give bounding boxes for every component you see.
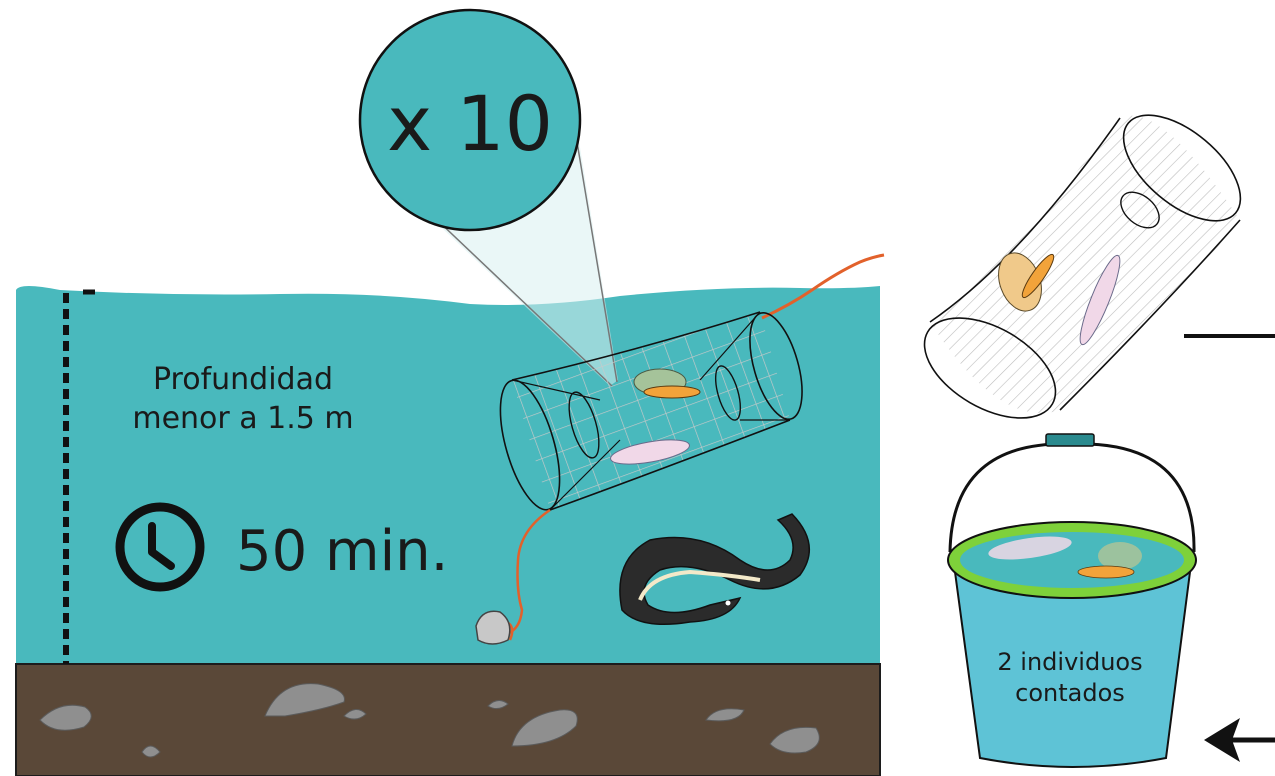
fyke-trap-retrieved [908, 95, 1259, 438]
bucket [948, 434, 1196, 767]
depth-label-line1: Profundidad [153, 362, 333, 397]
magnifier-label: x 10 [387, 79, 553, 168]
bucket-handle-clip [1046, 434, 1094, 446]
bucket-water [960, 532, 1184, 588]
sediment-layer [16, 664, 880, 776]
duration-label: 50 min. [236, 519, 448, 584]
anchor-stone [476, 611, 510, 644]
bucket-label-line2: contados [1015, 679, 1125, 707]
arrow-left-icon [1204, 718, 1275, 762]
depth-label-line2: menor a 1.5 m [132, 401, 353, 436]
orange-fish [644, 386, 700, 398]
bucket-fish-orange [1078, 566, 1134, 578]
bucket-label-line1: 2 individuos [997, 648, 1142, 676]
